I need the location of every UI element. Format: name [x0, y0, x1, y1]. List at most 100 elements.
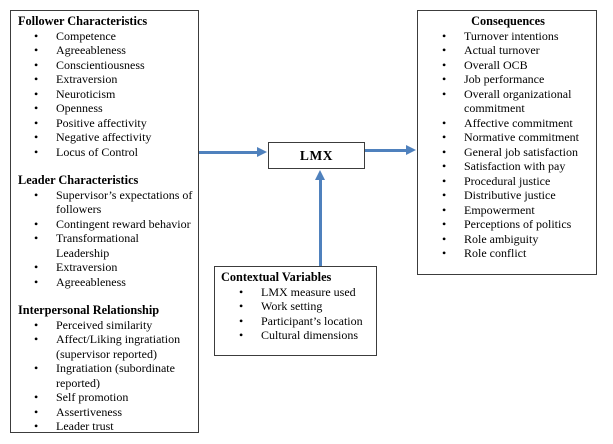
- bullet-icon: •: [34, 361, 39, 375]
- list-item: • Neuroticism: [18, 87, 194, 102]
- antecedents-box: Follower Characteristics •Competence•Agr…: [10, 10, 199, 433]
- section-title: Contextual Variables: [221, 270, 332, 284]
- list-item: •Competence: [18, 29, 194, 44]
- bullet-icon: •: [34, 317, 39, 332]
- list-item-text: Turnover intentions: [464, 28, 559, 43]
- list-item: • Overall OCB: [424, 58, 592, 73]
- bullet-icon: •: [34, 144, 39, 159]
- bullet-icon: •: [34, 332, 39, 346]
- bullet-list: •LMX measure used•Work setting•Participa…: [221, 285, 372, 343]
- section-leader-characteristics: Leader Characteristics •Supervisor’s exp…: [18, 173, 194, 289]
- list-item-text: Affect/Liking ingratiation (supervisor r…: [56, 332, 181, 361]
- list-item: • Supervisor’s expectations of followers: [18, 188, 194, 217]
- list-item-text: Contingent reward behavior: [56, 216, 191, 231]
- list-item: •Transformational Leadership: [18, 231, 194, 260]
- section-title: Follower Characteristics: [18, 14, 148, 28]
- list-item-text: Affective commitment: [464, 115, 573, 130]
- list-item: •Cultural dimensions: [221, 328, 372, 343]
- bullet-icon: •: [442, 72, 447, 86]
- list-item-text: Leader trust: [56, 419, 114, 433]
- list-item-text: Empowerment: [464, 202, 535, 217]
- list-item-text: Positive affectivity: [56, 115, 147, 130]
- list-item-text: Locus of Control: [56, 144, 138, 159]
- bullet-icon: •: [442, 246, 447, 260]
- section-follower-characteristics: Follower Characteristics •Competence•Agr…: [18, 14, 194, 159]
- list-item: •Extraversion: [18, 260, 194, 275]
- list-item-text: Conscientiousness: [56, 57, 145, 72]
- list-item: • Turnover intentions: [424, 29, 592, 44]
- list-item: • Perceptions of politics: [424, 217, 592, 232]
- bullet-list: •Perceived similarity•Affect/Liking ingr…: [18, 318, 194, 434]
- bullet-icon: •: [442, 144, 447, 159]
- bullet-icon: •: [34, 187, 39, 202]
- list-item-text: Work setting: [261, 299, 323, 313]
- arrowhead-right-icon: [257, 146, 267, 157]
- list-item: •Perceived similarity: [18, 318, 194, 333]
- lmx-box: LMX: [268, 142, 365, 169]
- list-item-text: Self promotion: [56, 390, 129, 404]
- bullet-icon: •: [239, 313, 244, 328]
- list-item-text: Overall OCB: [464, 57, 528, 72]
- contextual-variables-box: Contextual Variables •LMX measure used•W…: [214, 266, 377, 356]
- list-item-text: Agreeableness: [56, 43, 126, 57]
- list-item-text: Extraversion: [56, 260, 118, 274]
- list-item-text: Openness: [56, 101, 103, 115]
- bullet-icon: •: [239, 284, 244, 299]
- list-item: • Satisfaction with pay: [424, 159, 592, 174]
- list-item-text: Overall organizational commitment: [464, 86, 572, 116]
- bullet-icon: •: [442, 86, 447, 101]
- list-item-text: Satisfaction with pay: [464, 159, 566, 173]
- bullet-icon: •: [34, 231, 39, 245]
- list-item: •Actual turnover: [424, 43, 592, 58]
- arrow-shaft: [365, 148, 406, 152]
- list-item-text: Agreeableness: [56, 274, 126, 289]
- list-item-text: Normative commitment: [464, 130, 579, 144]
- list-item-text: General job satisfaction: [464, 144, 578, 159]
- list-item-text: Distributive justice: [464, 188, 556, 202]
- bullet-icon: •: [34, 404, 39, 419]
- list-item-text: Neuroticism: [56, 86, 116, 101]
- bullet-icon: •: [34, 86, 39, 101]
- list-item-text: Cultural dimensions: [261, 328, 358, 342]
- bullet-list: •Competence•Agreeableness•Conscientiousn…: [18, 29, 194, 160]
- lmx-label: LMX: [299, 147, 334, 163]
- list-item: •Agreeableness: [18, 43, 194, 58]
- bullet-icon: •: [442, 57, 447, 72]
- list-item-text: Supervisor’s expectations of followers: [56, 187, 193, 217]
- arrowhead-up-icon: [314, 170, 325, 180]
- bullet-icon: •: [442, 159, 447, 173]
- bullet-icon: •: [34, 115, 39, 130]
- bullet-icon: •: [34, 28, 39, 43]
- list-item: •Self promotion: [18, 390, 194, 405]
- list-item: • Affect/Liking ingratiation (supervisor …: [18, 332, 194, 361]
- consequences-box: Consequences •Turnover intentions•Actual…: [417, 10, 597, 275]
- bullet-list: •Turnover intentions•Actual turnover•Ove…: [424, 29, 592, 261]
- bullet-icon: •: [442, 28, 447, 43]
- list-item-text: Role ambiguity: [464, 231, 539, 246]
- bullet-icon: •: [34, 130, 39, 144]
- list-item: • Positive affectivity: [18, 116, 194, 131]
- list-item-text: Participant’s location: [261, 313, 363, 328]
- list-item: • Openness: [18, 101, 194, 116]
- list-item: • Overall organizational commitment: [424, 87, 592, 116]
- bullet-icon: •: [34, 419, 39, 433]
- list-item: •Assertiveness: [18, 405, 194, 420]
- list-item-text: Perceptions of politics: [464, 217, 572, 231]
- list-item-text: Ingratiation (subordinate reported): [56, 361, 175, 390]
- bullet-icon: •: [442, 217, 447, 231]
- list-item: •Role ambiguity: [424, 232, 592, 247]
- bullet-icon: •: [239, 299, 244, 313]
- section-title: Interpersonal Relationship: [18, 303, 160, 317]
- bullet-icon: •: [442, 115, 447, 130]
- bullet-icon: •: [34, 101, 39, 115]
- section-interpersonal-relationship: Interpersonal Relationship •Perceived si…: [18, 303, 194, 434]
- arrow-shaft: [318, 180, 322, 266]
- list-item: •Role conflict: [424, 246, 592, 261]
- list-item-text: Negative affectivity: [56, 130, 152, 144]
- list-item: • Negative affectivity: [18, 130, 194, 145]
- list-item-text: Actual turnover: [464, 43, 540, 57]
- list-item: •Agreeableness: [18, 275, 194, 290]
- arrowhead-right-icon: [406, 144, 416, 155]
- list-item: • General job satisfaction: [424, 145, 592, 160]
- list-item: • Work setting: [221, 299, 372, 314]
